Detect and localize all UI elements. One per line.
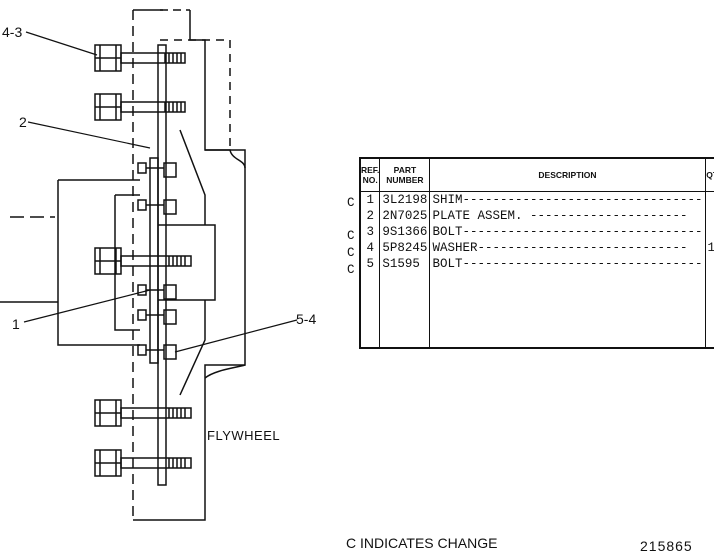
- bolts-small: [137, 162, 177, 360]
- change-flag: C: [347, 263, 355, 277]
- ref-cell: 4: [359, 240, 381, 256]
- bolts-large: [94, 44, 192, 477]
- change-flag: C: [347, 229, 355, 243]
- part-number-cell: 9S1366: [379, 224, 431, 240]
- description-cell: SHIM--------------------------------: [429, 191, 706, 208]
- description-text: BOLT: [432, 225, 463, 239]
- table-row: 5 S1595 BOLT----------------------------…: [359, 256, 714, 272]
- leader-lines: [23, 31, 298, 353]
- parts-table: REF. NO. PART NUMBER DESCRIPTION QTY 1 3…: [359, 157, 714, 349]
- table-row: 2 2N7025 PLATE ASSEM. ------------------…: [359, 208, 714, 224]
- part-number-cell: 3L2198: [379, 191, 431, 208]
- description-text: WASHER: [432, 241, 478, 255]
- table-filler-row: [359, 272, 714, 348]
- ref-cell: 2: [359, 208, 381, 224]
- plate-assembly: [149, 44, 216, 486]
- description-text: PLATE ASSEM.: [432, 209, 523, 223]
- header-qty: QTY: [704, 157, 714, 192]
- qty-cell: 14: [704, 240, 714, 256]
- description-cell: PLATE ASSEM. ---------------------: [429, 208, 706, 224]
- parts-table-header: REF. NO. PART NUMBER DESCRIPTION QTY: [359, 157, 714, 192]
- housing-left-lines: [0, 179, 140, 346]
- qty-cell: 6: [704, 256, 714, 272]
- change-flag: C: [347, 196, 355, 210]
- description-text: BOLT: [432, 257, 463, 271]
- table-row: 4 5P8245 WASHER-------------------------…: [359, 240, 714, 256]
- qty-cell: 1: [704, 208, 714, 224]
- description-cell: BOLT--------------------------------: [429, 224, 706, 240]
- header-part-number: PART NUMBER: [379, 157, 431, 192]
- drawing-number: 215865: [640, 538, 693, 554]
- part-number-cell: 2N7025: [379, 208, 431, 224]
- callout-1: 1: [12, 316, 20, 332]
- description-cell: WASHER----------------------------: [429, 240, 706, 256]
- filler-cell: [429, 272, 706, 348]
- header-description: DESCRIPTION: [429, 157, 706, 192]
- flywheel-label: FLYWHEEL: [207, 428, 281, 443]
- ref-cell: 5: [359, 256, 381, 272]
- qty-cell: 8: [704, 224, 714, 240]
- part-number-cell: S1595: [379, 256, 431, 272]
- table-row: 3 9S1366 BOLT---------------------------…: [359, 224, 714, 240]
- qty-cell: 4: [704, 191, 714, 208]
- flywheel-outline: [132, 9, 246, 521]
- ref-cell: 1: [359, 191, 381, 208]
- description-cell: BOLT--------------------------------: [429, 256, 706, 272]
- table-row: 1 3L2198 SHIM---------------------------…: [359, 191, 714, 208]
- description-text: SHIM: [432, 193, 463, 207]
- callout-2: 2: [19, 114, 27, 130]
- filler-cell: [379, 272, 431, 348]
- change-legend: C INDICATES CHANGE: [346, 535, 498, 551]
- ref-cell: 3: [359, 224, 381, 240]
- change-flag: C: [347, 246, 355, 260]
- callout-4-3: 4-3: [2, 24, 23, 40]
- filler-cell: [359, 272, 381, 348]
- filler-cell: [704, 272, 714, 348]
- part-number-cell: 5P8245: [379, 240, 431, 256]
- callout-5-4: 5-4: [296, 311, 317, 327]
- header-ref-no: REF. NO.: [359, 157, 381, 192]
